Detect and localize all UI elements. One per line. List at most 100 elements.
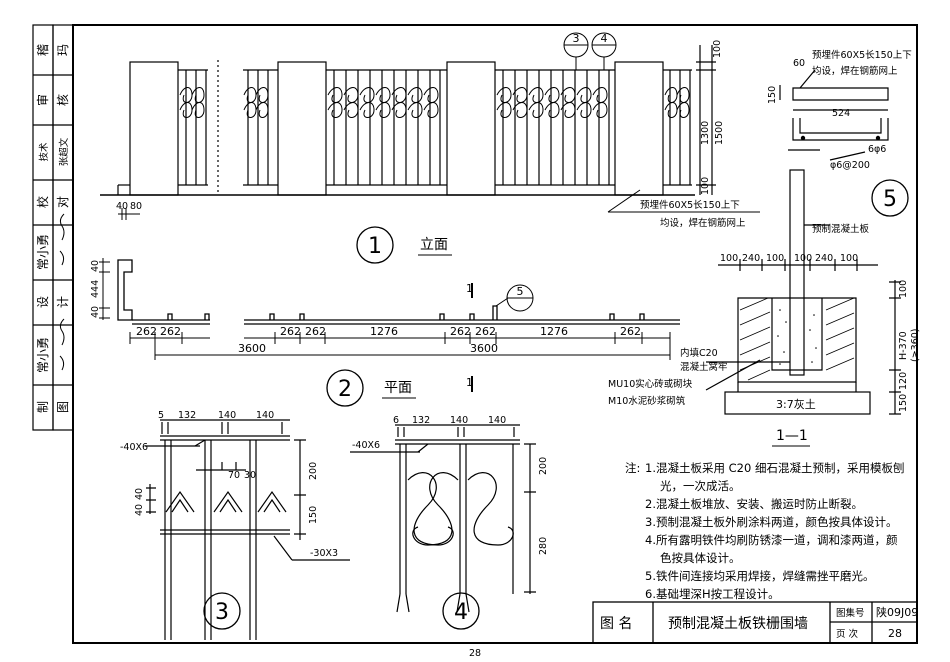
sidebar-role-2: 审 <box>35 94 50 106</box>
pillar-3 <box>446 61 496 196</box>
plan-seg-1: 262 <box>136 325 157 338</box>
plan-total-left: 3600 <box>238 342 266 355</box>
detail4-dim-280: 280 <box>538 537 549 555</box>
detail-4-circle <box>442 592 480 630</box>
detail-3-number: 3 <box>215 600 229 625</box>
title-name-value: 预制混凝土板铁栅围墙 <box>668 616 808 632</box>
detail5-rebar-1: 6φ6 <box>868 144 886 155</box>
embed-note-line1: 预埋件60X5长150上下 <box>640 199 740 211</box>
detail5-dim-150: 150 <box>767 86 778 104</box>
plan-view <box>117 259 680 325</box>
detail-5-circle <box>871 179 909 217</box>
title-page-label: 页 次 <box>836 628 859 640</box>
sidebar-sig-1: 玛 <box>56 44 70 56</box>
section-base-label: 3:7灰土 <box>776 397 816 411</box>
detail3-dim-132: 132 <box>178 410 196 421</box>
title-atlas-label: 图集号 <box>836 607 865 619</box>
section-rdim-100: 100 <box>898 280 909 298</box>
note-3: 3.预制混凝土板外刷涂料两道，颜色按具体设计。 <box>645 515 897 529</box>
bars-c <box>333 70 441 185</box>
detail5-dim-60: 60 <box>793 58 805 69</box>
section-panel-label: 预制混凝土板 <box>812 223 870 235</box>
view-2-label: 平面 <box>384 380 412 396</box>
sidebar-role-6: 设 <box>36 296 50 308</box>
detail4-dim-200: 200 <box>538 457 549 475</box>
plan-seg-8: 1276 <box>540 325 568 338</box>
detail3-dim-140a: 140 <box>218 410 236 421</box>
detail3-dim-70: 70 <box>228 470 240 481</box>
sidebar-role-7: 常小勇 <box>36 337 50 373</box>
elev-bottom-dims <box>118 208 140 220</box>
title-page-value: 28 <box>888 627 902 640</box>
detail3-dim-40b: 40 <box>134 504 145 516</box>
dim-100-top: 100 <box>712 40 723 58</box>
sidebar-role-4: 校 <box>35 196 50 208</box>
notes-prefix: 注: <box>625 461 640 475</box>
callout-3-4 <box>563 32 617 70</box>
dim-40: 40 <box>116 201 128 212</box>
plan-left-dims <box>99 258 110 320</box>
pillar-4 <box>614 61 664 196</box>
sidebar-sig-4: 对 <box>56 196 70 208</box>
detail-4-drawing <box>350 424 536 613</box>
callout-5 <box>495 284 534 312</box>
section-w-1: 100 <box>720 253 738 264</box>
view-2-circle <box>326 369 364 407</box>
plan-total-right: 3600 <box>470 342 498 355</box>
plan-dim-40a: 40 <box>90 260 101 272</box>
plan-seg-3: 262 <box>280 325 301 338</box>
section-w-4: 100 <box>794 253 812 264</box>
title-atlas-value: 陕09J09 <box>876 605 918 619</box>
sidebar <box>32 24 74 431</box>
detail4-dim-132: 132 <box>412 415 430 426</box>
view-1-circle <box>356 226 394 264</box>
pillar-2 <box>277 61 327 196</box>
sidebar-role-3: 技术 <box>38 142 50 162</box>
sidebar-sig-6: 计 <box>56 296 70 308</box>
section-label: 1—1 <box>776 428 808 444</box>
detail3-dim-140b: 140 <box>256 410 274 421</box>
dim-100-bottom: 100 <box>700 177 711 195</box>
detail-5-number: 5 <box>883 187 897 212</box>
sidebar-role-5: 常小勇 <box>36 234 50 270</box>
elevation-view <box>100 45 716 196</box>
callout-ref-4: 4 <box>601 32 608 45</box>
note-1-cont: 光，一次成活。 <box>660 479 741 493</box>
detail3-dim-30: 30 <box>244 470 256 481</box>
view-2-number: 2 <box>338 377 352 402</box>
sidebar-sig-3: 张超文 <box>58 137 70 166</box>
callout-ref-3: 3 <box>573 32 580 45</box>
view-1-number: 1 <box>368 234 382 259</box>
detail5-note-2: 均设，焊在钢筋网上 <box>812 65 898 77</box>
plan-seg-2: 262 <box>160 325 181 338</box>
section-masonry-1: MU10实心砖或砌块 <box>608 378 693 390</box>
plan-seg-4: 262 <box>305 325 326 338</box>
detail5-dim-524: 524 <box>832 108 850 119</box>
section-rdim-150: 150 <box>898 394 909 412</box>
view-1-label: 立面 <box>420 237 448 253</box>
section-rdim-120: 120 <box>898 372 909 390</box>
detail5-rebar-2: φ6@200 <box>830 160 870 171</box>
sidebar-role-8: 制 <box>36 401 50 413</box>
bars-d <box>502 70 610 185</box>
detail4-dim-6: 6 <box>393 415 399 426</box>
concrete-stipple <box>777 309 817 365</box>
detail5-note-1: 预埋件60X5长150上下 <box>812 49 912 61</box>
plan-segment-dims <box>129 332 671 360</box>
section-w-2: 240 <box>742 253 760 264</box>
dim-1500: 1500 <box>714 121 725 145</box>
note-4-cont: 色按具体设计。 <box>660 551 741 565</box>
title-block <box>592 601 918 644</box>
sidebar-role-1: 稽 <box>35 44 50 56</box>
sidebar-sig-2: 核 <box>56 94 70 106</box>
detail-5-top <box>779 69 889 161</box>
detail3-dim-5: 5 <box>158 410 164 421</box>
detail3-dim-200: 200 <box>308 462 319 480</box>
note-5: 5.铁件间连接均采用焊接，焊缝需挫平磨光。 <box>645 569 874 583</box>
signature-scribble-1 <box>59 213 65 266</box>
detail3-dim-40a: 40 <box>134 488 145 500</box>
plan-dim-444: 444 <box>90 280 101 298</box>
detail-4-number: 4 <box>454 600 468 625</box>
section-w-3: 100 <box>766 253 784 264</box>
